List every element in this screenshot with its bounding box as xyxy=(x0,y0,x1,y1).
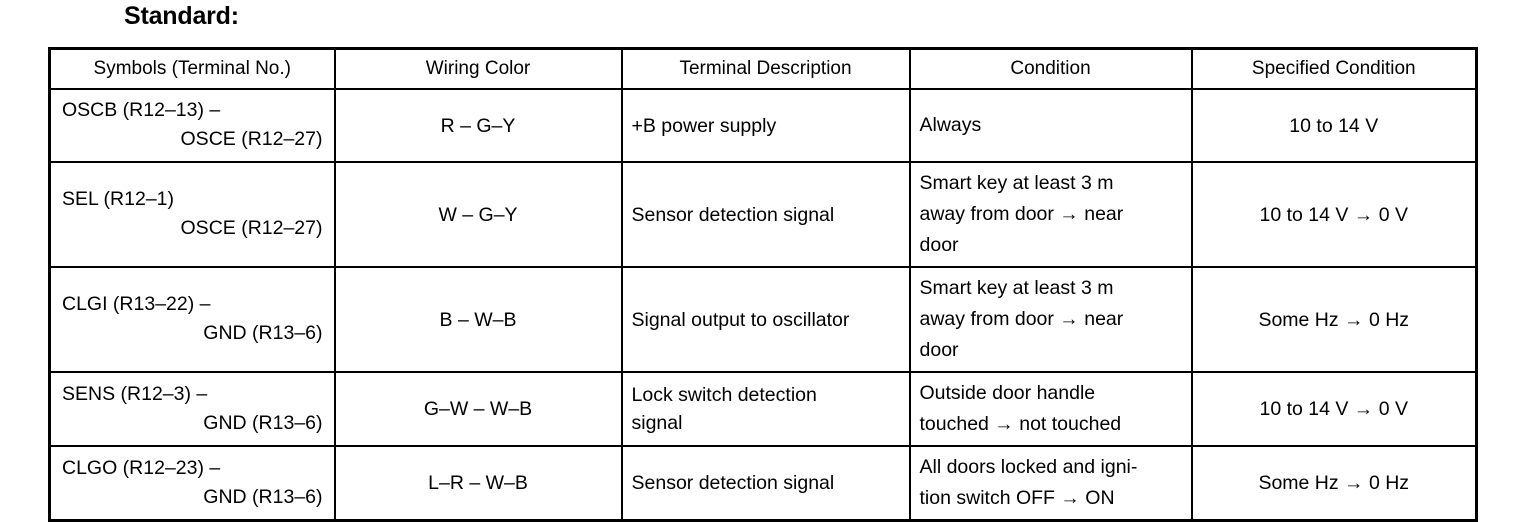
column-header-specified-condition: Specified Condition xyxy=(1190,47,1478,90)
description-line-1: +B power supply xyxy=(631,114,777,137)
cell-condition: Smart key at least 3 m away from door → … xyxy=(908,161,1193,268)
description-line-1: Sensor detection signal xyxy=(631,203,835,226)
description-line-1: Sensor detection signal xyxy=(631,472,835,494)
cell-specified-condition: 10 to 14 V → 0 V xyxy=(1190,371,1478,447)
cell-terminal-description: Sensor detection signal xyxy=(620,161,911,268)
table-row: CLGI (R13–22) – GND (R13–6) B – W–B Sign… xyxy=(48,266,1478,373)
column-header-symbols: Symbols (Terminal No.) xyxy=(48,47,336,90)
symbol-line-1: OSCB (R12–13) – xyxy=(62,99,221,121)
cell-terminal-description: Sensor detection signal xyxy=(620,445,911,522)
cell-wiring-color: W – G–Y xyxy=(333,161,623,268)
cell-wiring-color: L–R – W–B xyxy=(333,445,623,522)
cell-terminal-description: +B power supply xyxy=(620,88,911,163)
condition-line-1: Outside door handle xyxy=(919,382,1096,404)
symbol-line-1: CLGO (R12–23) – xyxy=(62,456,221,479)
cell-condition: Always xyxy=(908,88,1193,163)
cell-specified-condition: 10 to 14 V → 0 V xyxy=(1190,161,1478,268)
symbol-line-2: OSCE (R12–27) xyxy=(180,128,323,150)
condition-line-1: Always xyxy=(919,114,982,136)
column-header-terminal-description: Terminal Description xyxy=(620,47,911,90)
cell-symbols: SEL (R12–1) OSCE (R12–27) xyxy=(48,161,336,268)
cell-terminal-description: Signal output to oscillator xyxy=(620,266,911,373)
document-page: Standard: Symbols (Terminal No.) Wiring … xyxy=(48,2,1478,522)
condition-line-3: door xyxy=(919,339,959,361)
cell-terminal-description: Lock switch detection signal xyxy=(620,371,911,447)
cell-specified-condition: Some Hz → 0 Hz xyxy=(1190,445,1478,522)
condition-line-2: away from door → near xyxy=(919,203,1124,225)
cell-wiring-color: G–W – W–B xyxy=(333,371,623,447)
table-body: OSCB (R12–13) – OSCE (R12–27) R – G–Y +B… xyxy=(48,88,1478,522)
table-row: OSCB (R12–13) – OSCE (R12–27) R – G–Y +B… xyxy=(48,88,1478,163)
condition-line-2: away from door → near xyxy=(919,308,1124,330)
cell-wiring-color: B – W–B xyxy=(333,266,623,373)
cell-condition: Smart key at least 3 m away from door → … xyxy=(908,266,1193,373)
table-row: SENS (R12–3) – GND (R13–6) G–W – W–B Loc… xyxy=(48,371,1478,447)
cell-condition: Outside door handle touched → not touche… xyxy=(908,371,1193,447)
table-header-row: Symbols (Terminal No.) Wiring Color Term… xyxy=(48,47,1478,90)
table-header: Symbols (Terminal No.) Wiring Color Term… xyxy=(48,47,1478,90)
symbol-line-2: GND (R13–6) xyxy=(203,322,323,344)
symbol-line-1: CLGI (R13–22) – xyxy=(62,293,211,315)
standard-specification-table: Symbols (Terminal No.) Wiring Color Term… xyxy=(48,47,1478,522)
symbol-line-1: SENS (R12–3) – xyxy=(62,382,208,405)
cell-symbols: CLGO (R12–23) – GND (R13–6) xyxy=(48,445,336,522)
cell-specified-condition: 10 to 14 V xyxy=(1190,88,1478,163)
description-line-2: signal xyxy=(631,412,683,434)
description-line-1: Lock switch detection xyxy=(631,384,817,406)
column-header-condition: Condition xyxy=(908,47,1193,90)
cell-symbols: CLGI (R13–22) – GND (R13–6) xyxy=(48,266,336,373)
condition-line-1: All doors locked and igni- xyxy=(919,456,1138,478)
condition-line-3: door xyxy=(919,234,959,256)
cell-condition: All doors locked and igni- tion switch O… xyxy=(908,445,1193,522)
symbol-line-2: GND (R13–6) xyxy=(203,485,323,508)
condition-line-2: touched → not touched xyxy=(919,413,1122,435)
page-title: Standard: xyxy=(124,2,239,30)
column-header-wiring-color: Wiring Color xyxy=(333,47,623,90)
cell-symbols: SENS (R12–3) – GND (R13–6) xyxy=(48,371,336,447)
table-row: CLGO (R12–23) – GND (R13–6) L–R – W–B Se… xyxy=(48,445,1478,522)
condition-line-1: Smart key at least 3 m xyxy=(919,277,1114,299)
table-row: SEL (R12–1) OSCE (R12–27) W – G–Y Sensor… xyxy=(48,161,1478,268)
condition-line-2: tion switch OFF → ON xyxy=(919,487,1115,509)
description-line-1: Signal output to oscillator xyxy=(631,308,850,331)
condition-line-1: Smart key at least 3 m xyxy=(919,172,1114,194)
symbol-line-2: OSCE (R12–27) xyxy=(180,217,323,239)
symbol-line-1: SEL (R12–1) xyxy=(62,188,175,210)
cell-symbols: OSCB (R12–13) – OSCE (R12–27) xyxy=(48,88,336,163)
symbol-line-2: GND (R13–6) xyxy=(203,411,323,434)
cell-wiring-color: R – G–Y xyxy=(333,88,623,163)
cell-specified-condition: Some Hz → 0 Hz xyxy=(1190,266,1478,373)
